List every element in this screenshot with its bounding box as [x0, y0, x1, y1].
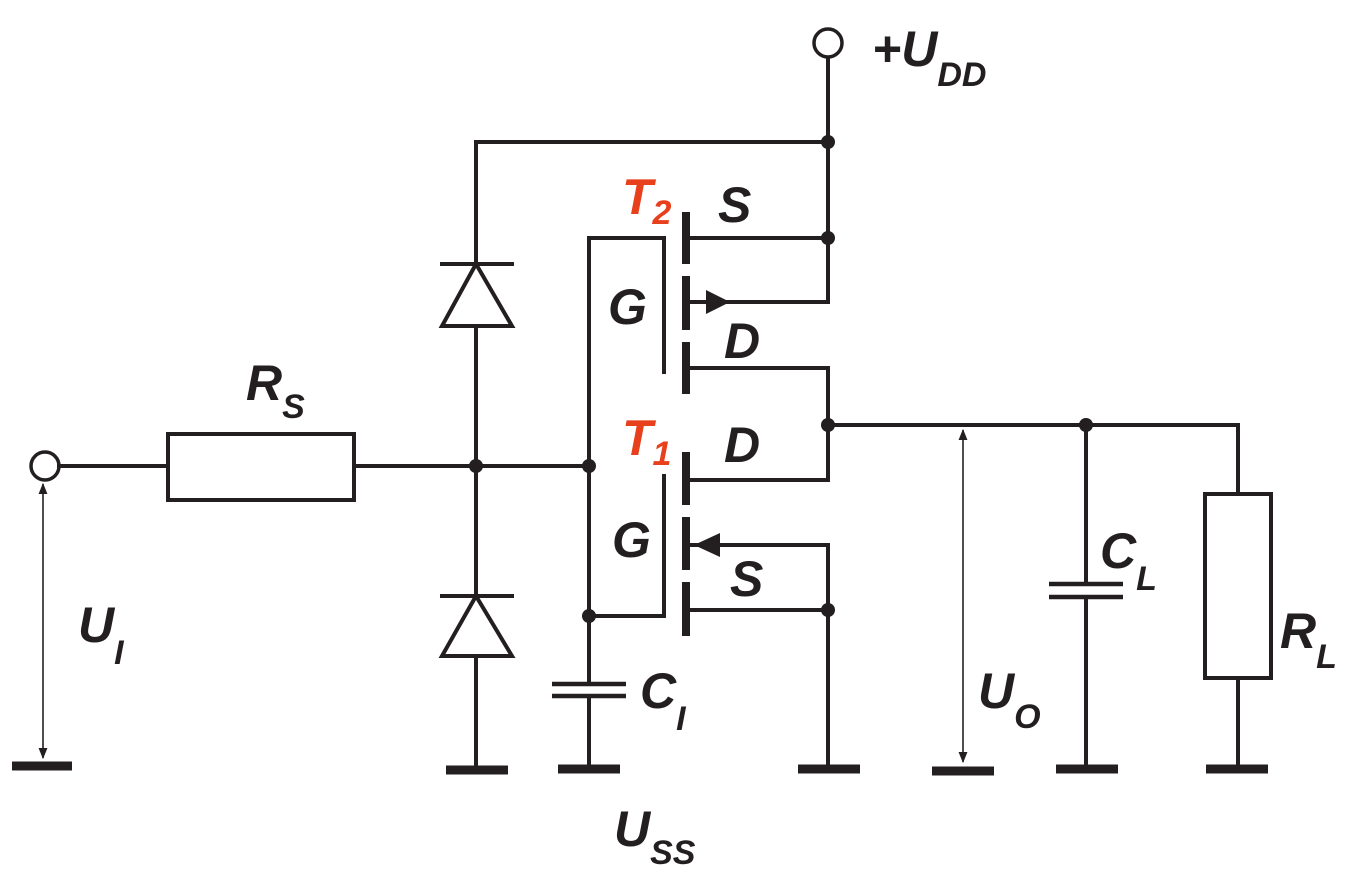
protection-diodes — [438, 259, 516, 775]
resistor-rl — [1203, 423, 1273, 768]
uo-label: UO — [978, 663, 1041, 736]
capacitor-ci — [552, 681, 626, 770]
capacitor-cl — [1049, 423, 1123, 768]
transistor-t2 — [682, 212, 835, 394]
t1-gate-label: G — [612, 512, 651, 568]
diode-lower — [438, 592, 516, 768]
t2-drain-label: D — [724, 313, 760, 369]
diode-upper — [438, 259, 516, 598]
udd-label: +UDD — [872, 21, 986, 94]
output-network — [821, 366, 1273, 776]
t1-source-label: S — [730, 551, 763, 607]
ci-label: CI — [640, 663, 687, 738]
input-terminal — [29, 450, 61, 482]
t1-drain-label: D — [724, 417, 760, 473]
t2-gate-label: G — [608, 279, 647, 335]
t2-label: T2 — [622, 169, 672, 232]
cl-label: CL — [1100, 523, 1157, 598]
resistor-rs — [166, 432, 356, 502]
supply-rail — [474, 27, 844, 304]
ui-label: UI — [78, 597, 125, 672]
uss-label: USS — [614, 801, 696, 872]
gate-bus — [552, 236, 666, 774]
udd-terminal — [812, 27, 844, 59]
rl-label: RL — [1280, 603, 1337, 676]
rs-label: RS — [246, 355, 305, 426]
t2-source-label: S — [718, 177, 751, 233]
t1-label: T1 — [622, 410, 671, 473]
transistor-t1 — [682, 452, 860, 774]
